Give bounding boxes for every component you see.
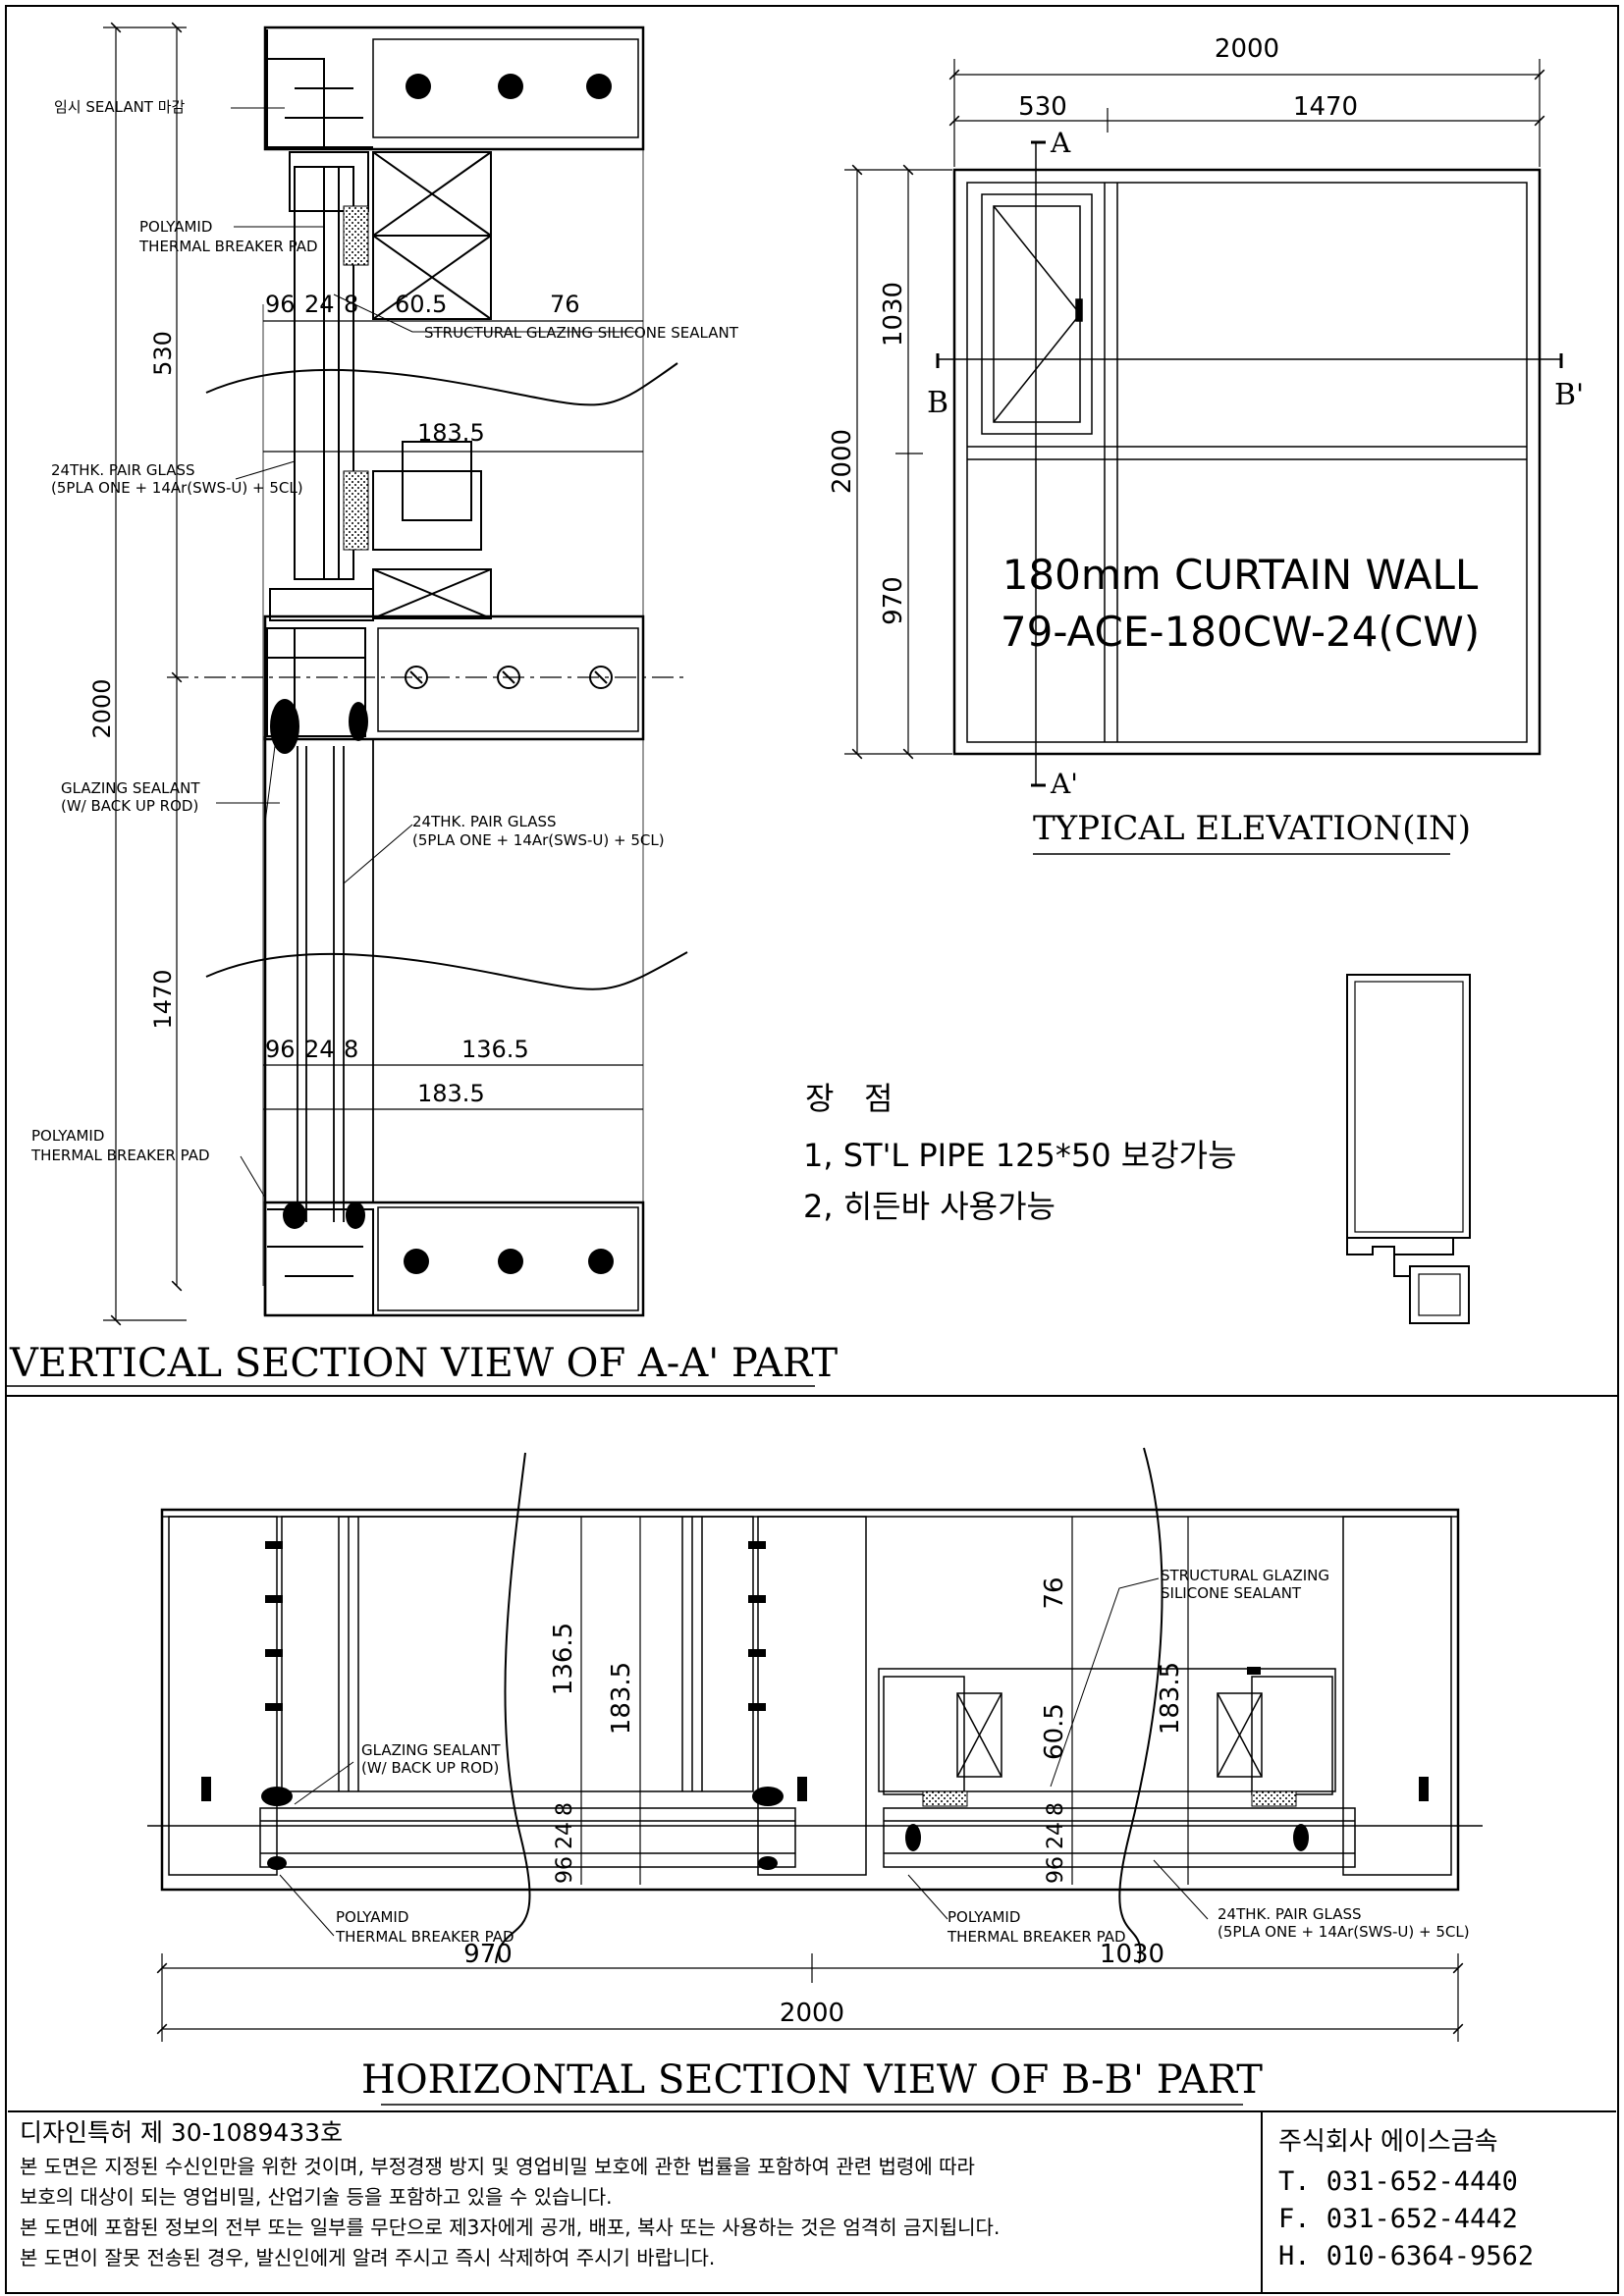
dim-96-top: 96	[265, 291, 296, 318]
typical-elevation: 2000 530 1470 2000 1030 970 A A' B B' 18…	[828, 34, 1584, 855]
company-name: 주식회사 에이스금속	[1278, 2127, 1498, 2157]
label-pair-glass-1: 24THK. PAIR GLASS	[51, 461, 195, 479]
h-label-pair-glass: 24THK. PAIR GLASS	[1218, 1905, 1362, 1923]
dim-183-5-top: 183.5	[417, 419, 485, 447]
company-tel: T. 031-652-4440	[1278, 2166, 1518, 2197]
company-info: 주식회사 에이스금속 T. 031-652-4440 F. 031-652-44…	[1265, 2112, 1614, 2293]
dim-24-bot: 24	[304, 1036, 335, 1063]
h-dim-183-5-right: 183.5	[1156, 1662, 1185, 1735]
h-label-polyamid-2: POLYAMID	[947, 1908, 1020, 1926]
h-dim-970: 970	[463, 1940, 513, 1969]
h-dim-96-right: 96	[1044, 1856, 1068, 1884]
elevation-width-total: 2000	[1215, 34, 1279, 64]
dim-96-bot: 96	[265, 1036, 296, 1063]
mullion-profile-detail	[1346, 974, 1471, 1324]
h-label-polyamid-1: POLYAMID	[336, 1908, 408, 1926]
label-structural-sealant: STRUCTURAL GLAZING SILICONE SEALANT	[424, 324, 739, 342]
horizontal-section-title: HORIZONTAL SECTION VIEW OF B-B' PART	[361, 2057, 1263, 2103]
h-dim-2000: 2000	[780, 1999, 844, 2028]
label-pair-glass-1-spec: (5PLA ONE + 14Ar(SWS-U) + 5CL)	[51, 479, 303, 497]
h-label-thermal-pad-1: THERMAL BREAKER PAD	[335, 1928, 514, 1946]
dim-8-top: 8	[344, 291, 358, 318]
label-polyamid-1: POLYAMID	[139, 218, 212, 236]
h-dim-60-5: 60.5	[1040, 1703, 1069, 1760]
label-polyamid-2: POLYAMID	[31, 1127, 104, 1145]
label-glazing-sealant: GLAZING SEALANT	[61, 779, 200, 797]
elevation-width-right: 1470	[1293, 92, 1358, 122]
section-mark-b-prime: B'	[1554, 378, 1584, 412]
notice-line: 본 도면이 잘못 전송된 경우, 발신인에게 알려 주시고 즉시 삭제하여 주시…	[20, 2246, 716, 2269]
h-label-structural-1: STRUCTURAL GLAZING	[1161, 1567, 1329, 1584]
elevation-height-bottom: 970	[879, 576, 908, 625]
elevation-height-total: 2000	[828, 429, 857, 494]
dim-76: 76	[550, 291, 580, 318]
elevation-width-left: 530	[1018, 92, 1067, 122]
company-fax: F. 031-652-4442	[1278, 2204, 1518, 2234]
title-block: 디자인특허 제 30-1089433호 본 도면은 지정된 수신인만을 위한 것…	[8, 2110, 1616, 2293]
h-dim-8-left: 8	[553, 1802, 577, 1816]
h-label-backup-rod: (W/ BACK UP ROD)	[361, 1759, 499, 1777]
dim-60-5: 60.5	[395, 291, 447, 318]
dim-183-5-bot: 183.5	[417, 1080, 485, 1107]
advantage-item-1: 1, ST'L PIPE 125*50 보강가능	[803, 1137, 1237, 1174]
label-pair-glass-2-spec: (5PLA ONE + 14Ar(SWS-U) + 5CL)	[412, 831, 665, 849]
h-dim-76: 76	[1040, 1576, 1069, 1609]
dim-530-v: 530	[149, 331, 177, 376]
h-dim-1030: 1030	[1100, 1940, 1164, 1969]
h-dim-183-5-left: 183.5	[607, 1662, 636, 1735]
h-dim-96-left: 96	[553, 1856, 577, 1884]
h-dim-24-left: 24	[553, 1822, 577, 1849]
legal-notice: 디자인특허 제 30-1089433호 본 도면은 지정된 수신인만을 위한 것…	[16, 2112, 1263, 2293]
label-thermal-pad-2: THERMAL BREAKER PAD	[30, 1147, 210, 1164]
notice-line: 보호의 대상이 되는 영업비밀, 산업기술 등을 포함하고 있을 수 있습니다.	[20, 2185, 613, 2209]
label-temp-sealant: 임시 SEALANT 마감	[54, 98, 186, 116]
notice-line: 본 도면에 포함된 정보의 전부 또는 일부를 무단으로 제3자에게 공개, 배…	[20, 2216, 1001, 2239]
elevation-height-top: 1030	[879, 282, 908, 347]
h-dim-136-5: 136.5	[549, 1623, 578, 1695]
dim-24-top: 24	[304, 291, 335, 318]
section-mark-a-prime: A'	[1050, 768, 1078, 800]
label-pair-glass-2: 24THK. PAIR GLASS	[412, 813, 557, 830]
h-label-structural-2: SILICONE SEALANT	[1161, 1584, 1302, 1602]
dim-1470-v: 1470	[149, 969, 177, 1029]
h-label-thermal-pad-2: THERMAL BREAKER PAD	[947, 1928, 1126, 1946]
dim-2000-v: 2000	[88, 678, 116, 738]
h-label-pair-glass-spec: (5PLA ONE + 14Ar(SWS-U) + 5CL)	[1218, 1923, 1470, 1941]
advantage-item-2: 2, 히든바 사용가능	[803, 1188, 1056, 1225]
dim-136-5: 136.5	[461, 1036, 529, 1063]
vertical-section-title: VERTICAL SECTION VIEW OF A-A' PART	[9, 1341, 838, 1386]
h-dim-24-right: 24	[1044, 1822, 1068, 1849]
label-thermal-pad-1: THERMAL BREAKER PAD	[138, 238, 318, 255]
advantages-heading: 장 점	[805, 1080, 893, 1117]
section-mark-a: A	[1050, 127, 1071, 159]
design-patent-number: 디자인특허 제 30-1089433호	[20, 2118, 344, 2147]
notice-line: 본 도면은 지정된 수신인만을 위한 것이며, 부정경쟁 방지 및 영업비밀 보…	[20, 2155, 975, 2178]
section-mark-b: B	[927, 386, 948, 420]
dim-8-bot: 8	[344, 1036, 358, 1063]
vertical-section-view: 2000 530 1470 96 24 8 60.5 76 183.5 96 2…	[6, 22, 838, 1387]
horizontal-section-view: 136.5 183.5 8 24 96 76 60.5 183.5 8 24 9…	[147, 1447, 1483, 2106]
h-dim-8-right: 8	[1044, 1802, 1068, 1816]
sheet-border	[5, 5, 1619, 2294]
company-mobile: H. 010-6364-9562	[1278, 2241, 1535, 2271]
label-backup-rod: (W/ BACK UP ROD)	[61, 797, 198, 815]
product-code: 79-ACE-180CW-24(CW)	[1001, 608, 1480, 656]
h-label-glazing-sealant: GLAZING SEALANT	[361, 1741, 501, 1759]
advantages-block: 장 점 1, ST'L PIPE 125*50 보강가능 2, 히든바 사용가능	[803, 1080, 1237, 1225]
product-name: 180mm CURTAIN WALL	[1002, 551, 1479, 599]
elevation-title: TYPICAL ELEVATION(IN)	[1033, 809, 1471, 848]
